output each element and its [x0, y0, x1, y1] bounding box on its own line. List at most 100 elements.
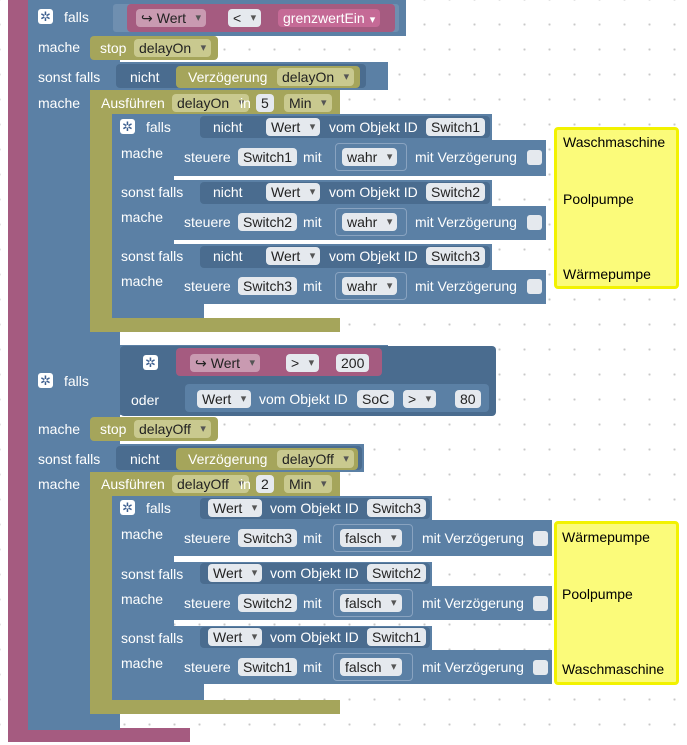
comment-line: Poolpumpe: [563, 191, 634, 207]
wert-dropdown[interactable]: Wert: [266, 247, 321, 265]
object-id-field[interactable]: Switch3: [426, 247, 486, 265]
soc-value-field[interactable]: 80: [455, 390, 481, 408]
comment-line: Waschmaschine: [562, 661, 665, 677]
timer-dropdown[interactable]: delayOff: [134, 420, 211, 438]
nicht-label: nicht: [130, 451, 160, 467]
vom-objekt-id-label: vom Objekt ID: [270, 629, 359, 645]
operator-dropdown[interactable]: <: [228, 9, 262, 27]
inner-if-block-1[interactable]: [112, 114, 174, 318]
steuere-label: steuere: [184, 149, 231, 165]
timer-dropdown[interactable]: delayOn: [172, 94, 250, 112]
if-block-2-bottom: [28, 712, 120, 730]
value-socket: [335, 143, 407, 171]
operator-dropdown[interactable]: >: [403, 390, 437, 408]
object-id-field[interactable]: Switch2: [426, 183, 486, 201]
nicht-label: nicht: [130, 69, 160, 85]
verzoegerung-label: Verzögerung: [188, 69, 268, 85]
bool-value-dropdown[interactable]: wahr: [342, 213, 398, 231]
bool-value-dropdown[interactable]: falsch: [340, 529, 402, 547]
bool-value-dropdown[interactable]: falsch: [340, 658, 402, 676]
value-socket: [333, 524, 413, 552]
operator-dropdown[interactable]: >: [286, 354, 320, 372]
falls-label: falls: [146, 500, 171, 516]
comment-line: Wärmepumpe: [562, 529, 650, 545]
sonst-falls-label: sonst falls: [121, 566, 184, 582]
comment-note-2[interactable]: [554, 521, 679, 685]
gear-icon[interactable]: ✲: [38, 9, 53, 24]
switch-id-field[interactable]: Switch2: [238, 594, 298, 612]
variable-wert-field[interactable]: ↪Wert: [190, 354, 261, 372]
in-label: in: [240, 476, 251, 492]
delay-unit-dropdown[interactable]: Min: [284, 94, 332, 112]
mache-label: mache: [38, 476, 81, 492]
mit-verzoegerung-label: mit Verzögerung: [415, 214, 517, 230]
variable-grenzwert-field[interactable]: grenzwertEin▾: [278, 9, 381, 27]
event-block-frame[interactable]: [8, 0, 28, 738]
vom-objekt-id-label: vom Objekt ID: [329, 248, 418, 264]
stop-label: stop: [100, 40, 127, 56]
timer-dropdown[interactable]: delayOn: [134, 39, 212, 57]
variable-wert-field[interactable]: ↪Wert: [136, 9, 207, 27]
wert-dropdown[interactable]: Wert: [266, 118, 321, 136]
gear-icon[interactable]: ✲: [120, 500, 135, 515]
wert-dropdown[interactable]: Wert: [208, 628, 263, 646]
gear-icon[interactable]: ✲: [38, 373, 53, 388]
comment-note-1[interactable]: [554, 127, 679, 289]
if-block-1-arm-mache2: [28, 90, 90, 345]
falls-label: falls: [64, 9, 89, 25]
delay-value-field[interactable]: 5: [256, 94, 274, 112]
switch-id-field[interactable]: Switch2: [238, 213, 298, 231]
delay-checkbox[interactable]: [527, 279, 542, 294]
bool-value-dropdown[interactable]: wahr: [342, 277, 398, 295]
delay-run-block-1-left: [90, 114, 112, 330]
mit-verzoegerung-label: mit Verzögerung: [422, 659, 524, 675]
steuere-label: steuere: [184, 278, 231, 294]
object-id-field[interactable]: Switch1: [426, 118, 486, 136]
sonst-falls-label: sonst falls: [38, 451, 101, 467]
delay-checkbox[interactable]: [527, 215, 542, 230]
switch-id-field[interactable]: Switch3: [238, 529, 298, 547]
steuere-label: steuere: [184, 530, 231, 546]
falls-label: falls: [64, 373, 89, 389]
delay-run-block-2-left: [90, 496, 112, 714]
delay-checkbox[interactable]: [533, 660, 548, 675]
delay-checkbox[interactable]: [533, 531, 548, 546]
timer-dropdown[interactable]: delayOn: [277, 68, 355, 86]
delay-value-field[interactable]: 2: [256, 475, 274, 493]
delay-unit-dropdown[interactable]: Min: [284, 475, 332, 493]
nicht-label: nicht: [213, 184, 243, 200]
if-block-1-arm-top: [28, 36, 90, 62]
delay-checkbox[interactable]: [533, 596, 548, 611]
threshold-field[interactable]: 200: [336, 354, 370, 372]
switch-id-field[interactable]: Switch3: [238, 277, 298, 295]
inner-if-block-2-bottom: [112, 684, 204, 700]
mache-label: mache: [38, 39, 81, 55]
bool-value-dropdown[interactable]: falsch: [340, 594, 402, 612]
delay-checkbox[interactable]: [527, 150, 542, 165]
object-id-field[interactable]: SoC: [357, 390, 395, 408]
wert-dropdown[interactable]: Wert: [208, 564, 263, 582]
timer-dropdown[interactable]: delayOff: [172, 475, 249, 493]
vom-objekt-id-label: vom Objekt ID: [259, 391, 348, 407]
inner-if-block-2[interactable]: [112, 496, 174, 700]
mache-label: mache: [38, 95, 81, 111]
mache-label: mache: [121, 145, 164, 161]
object-id-field[interactable]: Switch1: [367, 628, 427, 646]
bool-value-dropdown[interactable]: wahr: [342, 148, 398, 166]
wert-dropdown[interactable]: Wert: [266, 183, 321, 201]
wert-dropdown[interactable]: Wert: [208, 499, 263, 517]
wert-dropdown[interactable]: Wert: [197, 390, 252, 408]
timer-dropdown[interactable]: delayOff: [277, 450, 354, 468]
object-id-field[interactable]: Switch2: [367, 564, 427, 582]
vom-objekt-id-label: vom Objekt ID: [329, 184, 418, 200]
switch-id-field[interactable]: Switch1: [238, 658, 298, 676]
switch-id-field[interactable]: Switch1: [238, 148, 298, 166]
steuere-label: steuere: [184, 659, 231, 675]
gear-icon[interactable]: ✲: [120, 119, 135, 134]
mit-verzoegerung-label: mit Verzögerung: [415, 149, 517, 165]
gear-icon[interactable]: ✲: [143, 355, 158, 370]
nicht-label: nicht: [213, 119, 243, 135]
object-id-field[interactable]: Switch3: [367, 499, 427, 517]
comment-line: Poolpumpe: [562, 586, 633, 602]
falls-label: falls: [146, 119, 171, 135]
